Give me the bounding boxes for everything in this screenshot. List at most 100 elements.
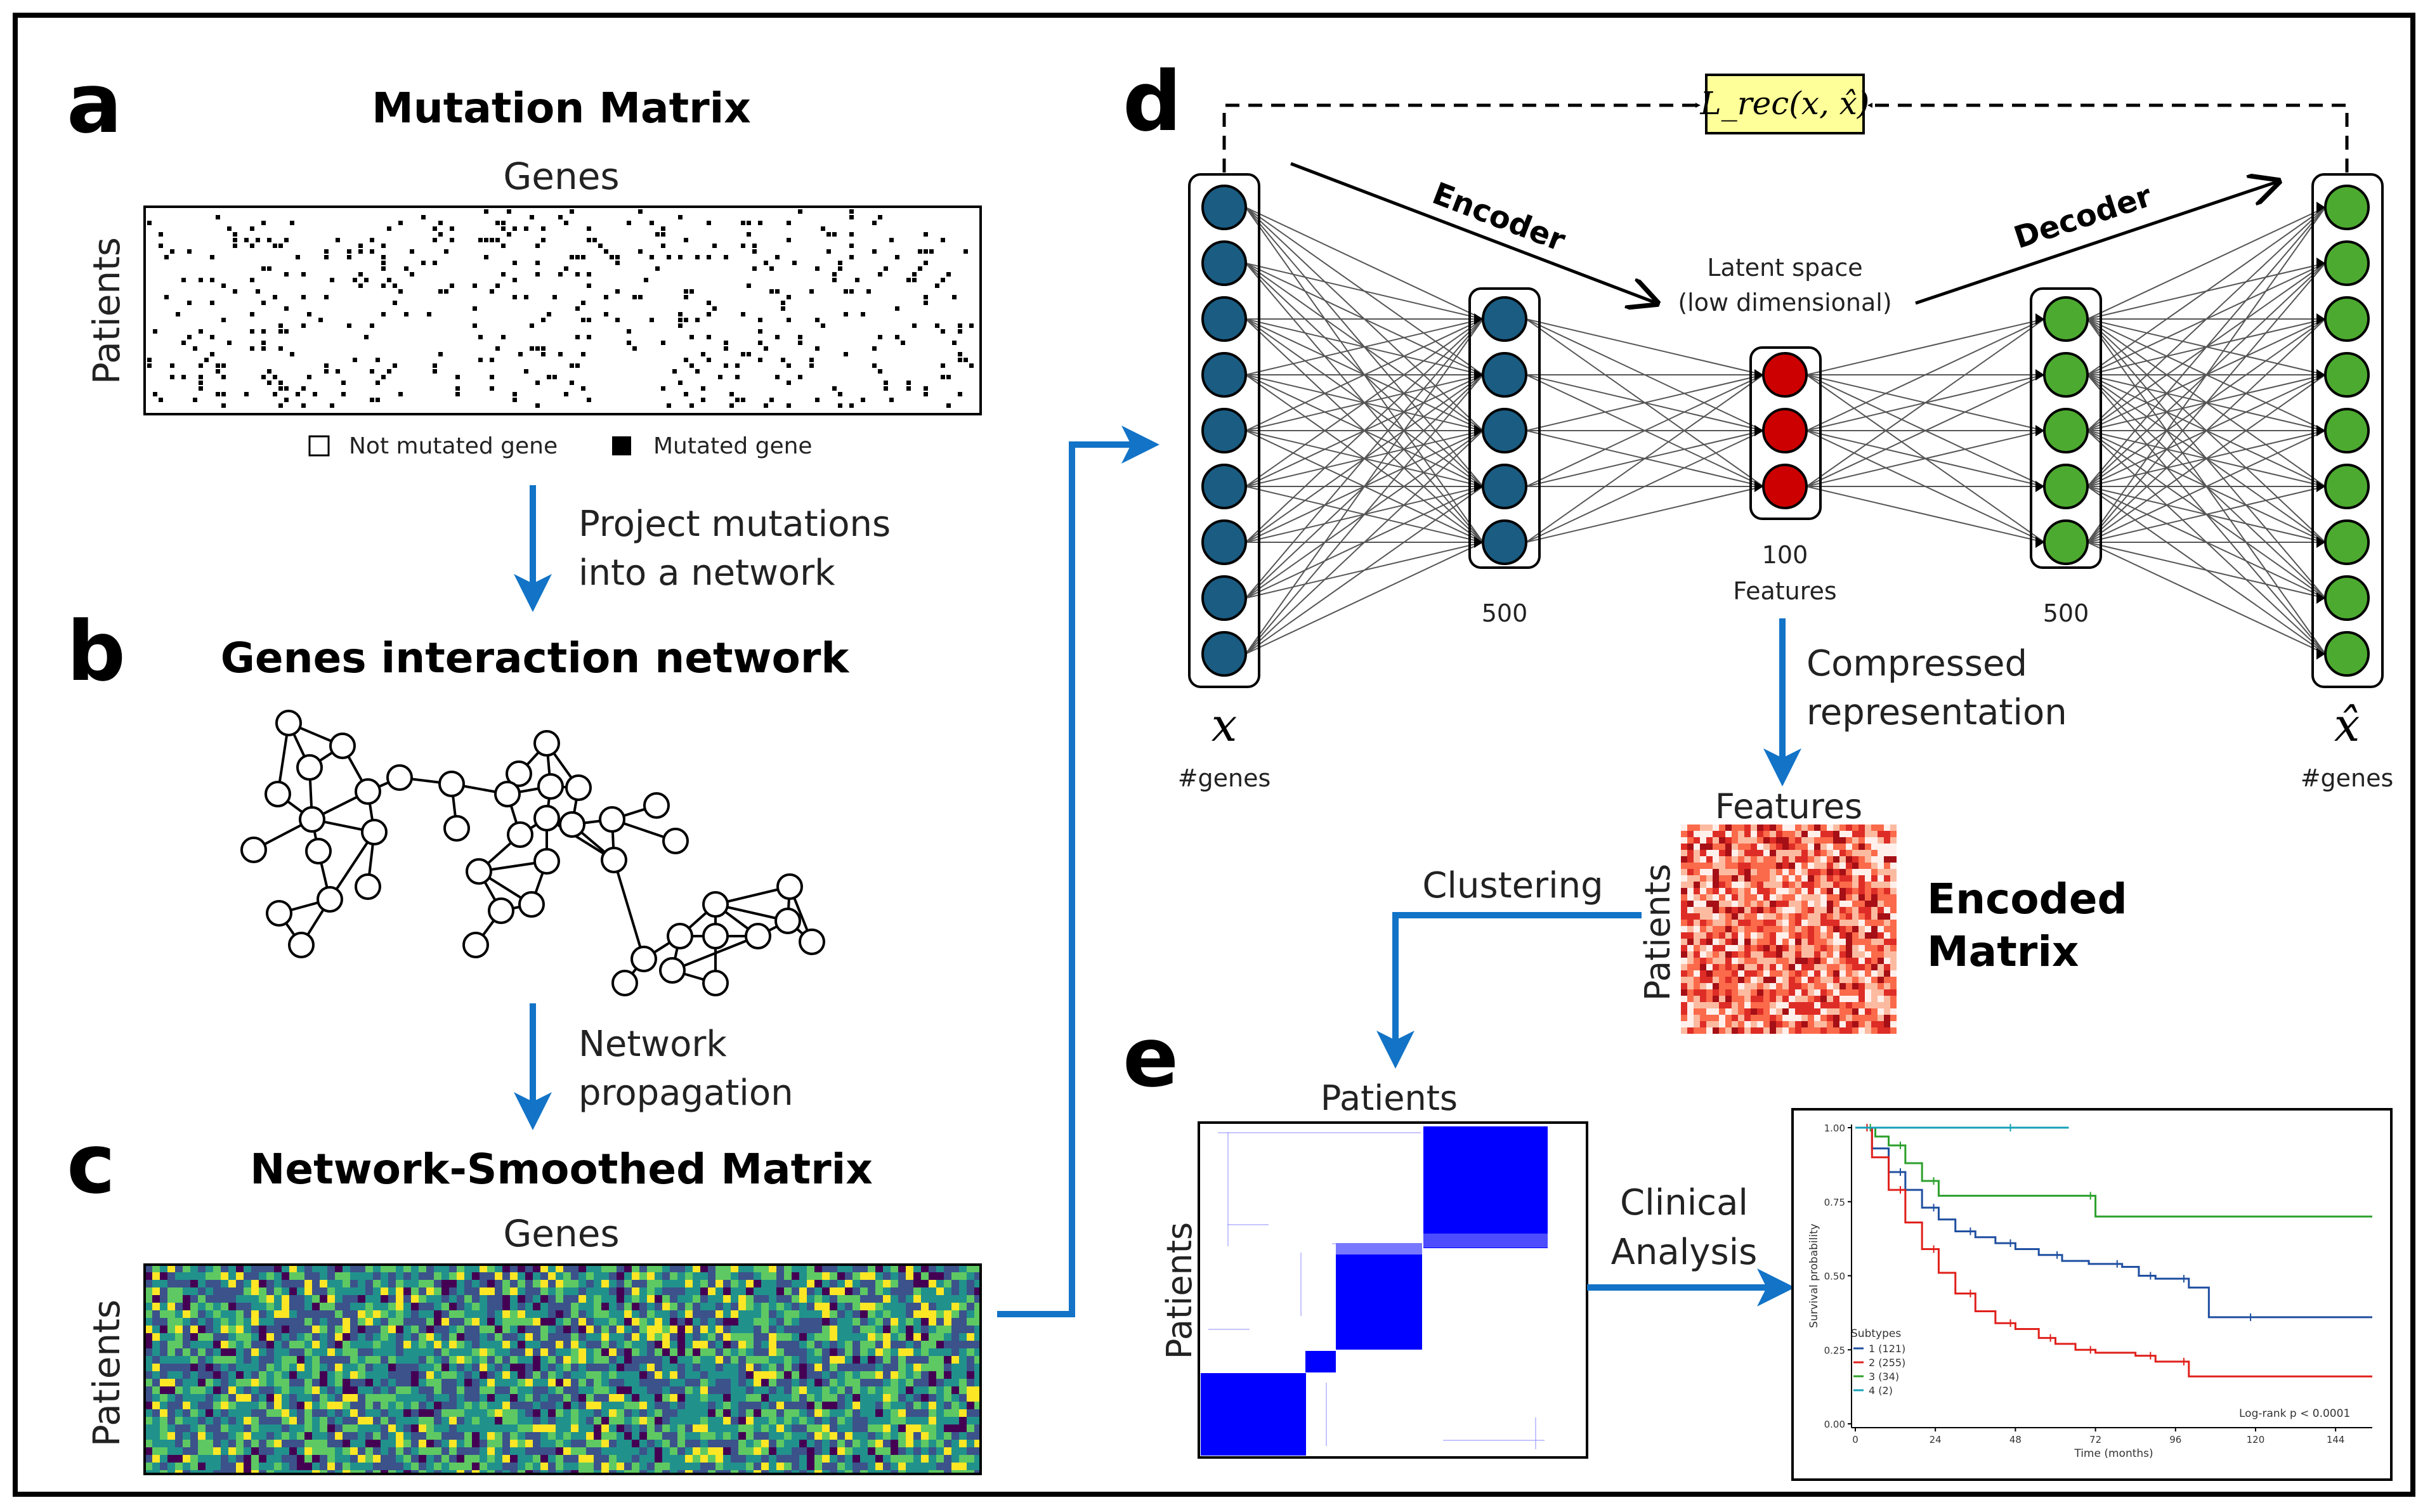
- encoded-cell: [1782, 1027, 1789, 1034]
- smoothed-cell: [441, 1295, 449, 1303]
- mutation-cell: [678, 215, 683, 219]
- encoded-cell: [1732, 1002, 1738, 1008]
- smoothed-cell: [967, 1265, 974, 1272]
- smoothed-cell: [875, 1303, 883, 1310]
- smoothed-cell: [540, 1341, 548, 1348]
- mutation-cell: [307, 312, 311, 316]
- encoded-cell: [1833, 913, 1839, 920]
- smoothed-cell: [396, 1455, 403, 1463]
- smoothed-cell: [289, 1341, 297, 1348]
- mutation-cell: [199, 278, 203, 282]
- encoded-cell: [1706, 1008, 1713, 1015]
- encoded-cell: [1814, 913, 1820, 920]
- smoothed-cell: [921, 1440, 929, 1447]
- encoded-cell: [1878, 856, 1884, 863]
- smoothed-cell: [533, 1455, 540, 1463]
- encoded-cell: [1846, 913, 1852, 920]
- smoothed-cell: [480, 1265, 487, 1272]
- smoothed-cell: [167, 1280, 175, 1287]
- smoothed-cell: [723, 1455, 731, 1463]
- smoothed-cell: [419, 1333, 426, 1341]
- mutation-cell: [689, 403, 694, 408]
- smoothed-cell: [198, 1364, 206, 1371]
- encoded-cell: [1827, 1002, 1833, 1008]
- smoothed-cell: [282, 1280, 289, 1287]
- smoothed-cell: [343, 1394, 350, 1402]
- smoothed-cell: [845, 1432, 852, 1440]
- smoothed-cell: [297, 1356, 304, 1364]
- encoded-cell: [1687, 1002, 1694, 1008]
- smoothed-cell: [274, 1333, 282, 1341]
- mutation-cell: [655, 232, 660, 237]
- smoothed-cell: [213, 1348, 221, 1356]
- smoothed-cell: [929, 1424, 936, 1432]
- smoothed-cell: [472, 1386, 480, 1394]
- smoothed-cell: [327, 1379, 335, 1386]
- smoothed-cell: [715, 1424, 723, 1432]
- smoothed-cell: [259, 1402, 266, 1409]
- mutation-cell: [752, 244, 757, 248]
- smoothed-cell: [502, 1287, 510, 1295]
- encoded-cell: [1827, 831, 1833, 837]
- smoothed-cell: [304, 1463, 312, 1470]
- smoothed-cell: [183, 1333, 190, 1341]
- smoothed-cell: [419, 1318, 426, 1326]
- smoothed-cell: [951, 1318, 959, 1326]
- encoded-cell: [1789, 920, 1795, 926]
- smoothed-cell: [480, 1409, 487, 1417]
- smoothed-cell: [784, 1348, 792, 1356]
- encoded-cell: [1878, 894, 1884, 901]
- smoothed-cell: [776, 1409, 784, 1417]
- smoothed-cell: [617, 1265, 624, 1272]
- smoothed-cell: [738, 1287, 746, 1295]
- smoothed-cell: [738, 1303, 746, 1310]
- smoothed-cell: [228, 1379, 236, 1386]
- smoothed-cell: [487, 1432, 495, 1440]
- smoothed-cell: [480, 1364, 487, 1371]
- smoothed-cell: [198, 1379, 206, 1386]
- encoded-cell: [1681, 932, 1687, 939]
- mutation-cell: [918, 266, 922, 271]
- smoothed-cell: [373, 1455, 381, 1463]
- mutation-cell: [707, 358, 711, 362]
- smoothed-cell: [350, 1333, 358, 1341]
- encoded-cell: [1814, 907, 1820, 913]
- nn-connection: [1525, 374, 1764, 487]
- mutation-cell: [187, 249, 192, 254]
- network-node: [611, 970, 638, 996]
- smoothed-cell: [304, 1295, 312, 1303]
- encoded-cell: [1694, 977, 1700, 983]
- smoothed-cell: [335, 1356, 343, 1364]
- smoothed-cell: [304, 1455, 312, 1463]
- smoothed-cell: [837, 1287, 845, 1295]
- encoded-cell: [1700, 844, 1706, 850]
- smoothed-cell: [769, 1356, 776, 1364]
- encoded-cell: [1878, 983, 1884, 989]
- mutation-cell: [581, 255, 585, 259]
- smoothed-cell: [792, 1455, 799, 1463]
- smoothed-cell: [814, 1348, 822, 1356]
- smoothed-cell: [304, 1333, 312, 1341]
- encoded-cell: [1757, 875, 1763, 882]
- encoded-cell: [1801, 831, 1808, 837]
- encoded-cell: [1827, 824, 1833, 831]
- encoded-cell: [1789, 831, 1795, 837]
- smoothed-cell: [304, 1379, 312, 1386]
- mutation-cell: [832, 386, 837, 391]
- nn-connection: [1245, 207, 1484, 320]
- smoothed-cell: [213, 1447, 221, 1455]
- smoothed-cell: [708, 1371, 715, 1379]
- smoothed-cell: [792, 1409, 799, 1417]
- encoded-cell: [1757, 939, 1763, 945]
- encoded-cell: [1681, 951, 1687, 958]
- smoothed-cell: [388, 1386, 396, 1394]
- smoothed-cell: [883, 1394, 891, 1402]
- smoothed-cell: [936, 1356, 944, 1364]
- smoothed-cell: [259, 1265, 266, 1272]
- smoothed-cell: [967, 1402, 974, 1409]
- mutation-cell: [924, 261, 928, 265]
- encoded-cell: [1687, 831, 1694, 837]
- smoothed-cell: [921, 1310, 929, 1318]
- smoothed-cell: [715, 1402, 723, 1409]
- mutation-cell: [278, 329, 283, 334]
